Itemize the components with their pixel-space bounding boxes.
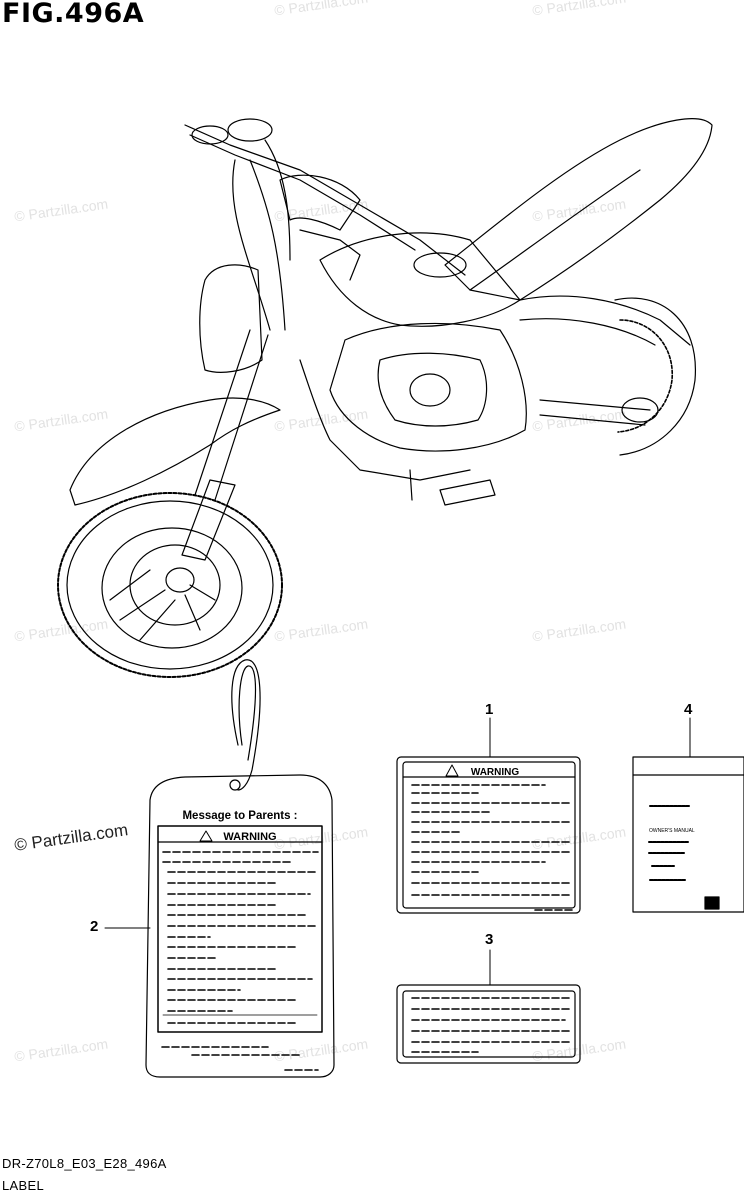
- callout-1: 1: [485, 701, 494, 718]
- label3-text-lines: [411, 997, 573, 1053]
- diagram-caption: LABEL: [2, 1178, 44, 1193]
- leader-lines: [104, 717, 691, 986]
- diagram-code: DR-Z70L8_E03_E28_496A: [2, 1156, 167, 1171]
- manual-title-text: OWNER'S MANUAL: [649, 828, 695, 834]
- callout-2: 2: [90, 918, 99, 935]
- hang-tag-label: [145, 659, 335, 1078]
- plain-label: [396, 984, 581, 1064]
- owners-manual: [632, 756, 744, 913]
- label-warning-word: WARNING: [471, 767, 520, 778]
- manual-text-lines: [648, 805, 691, 881]
- figure-title: FIG.496A: [2, 0, 145, 29]
- warning-label: [396, 756, 581, 914]
- callout-4: 4: [684, 701, 693, 718]
- motorcycle-illustration: [57, 118, 713, 678]
- tag-text-lines: [161, 851, 319, 1071]
- warning-text-lines: [411, 784, 573, 911]
- callout-3: 3: [485, 931, 494, 948]
- tag-heading: Message to Parents :: [182, 810, 297, 822]
- tag-warning-word: WARNING: [223, 831, 276, 843]
